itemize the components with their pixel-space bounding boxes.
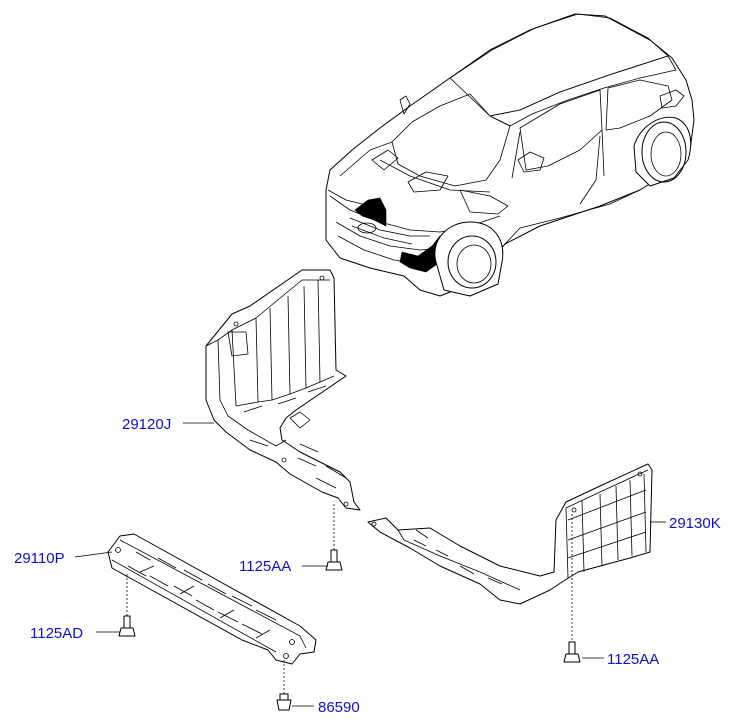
car-illustration: [325, 13, 695, 297]
part-29110P-plate[interactable]: [107, 533, 317, 665]
bolt-1125AA-right[interactable]: [563, 514, 581, 663]
label-1125AA-right[interactable]: 1125AA: [607, 651, 659, 668]
bolt-1125AD[interactable]: [118, 574, 136, 637]
label-1125AD[interactable]: 1125AD: [30, 625, 83, 642]
part-29130K-shield[interactable]: [367, 463, 653, 605]
label-29130K[interactable]: 29130K: [669, 515, 721, 532]
label-29110P[interactable]: 29110P: [14, 550, 65, 567]
clip-86590[interactable]: [276, 660, 292, 711]
bolt-1125AA-center[interactable]: [325, 504, 343, 571]
leader-lines: [74, 422, 666, 707]
label-29120J[interactable]: 29120J: [122, 416, 171, 433]
part-29120J-shield[interactable]: [205, 269, 361, 511]
label-86590[interactable]: 86590: [318, 699, 360, 716]
label-1125AA-center[interactable]: 1125AA: [239, 558, 291, 575]
